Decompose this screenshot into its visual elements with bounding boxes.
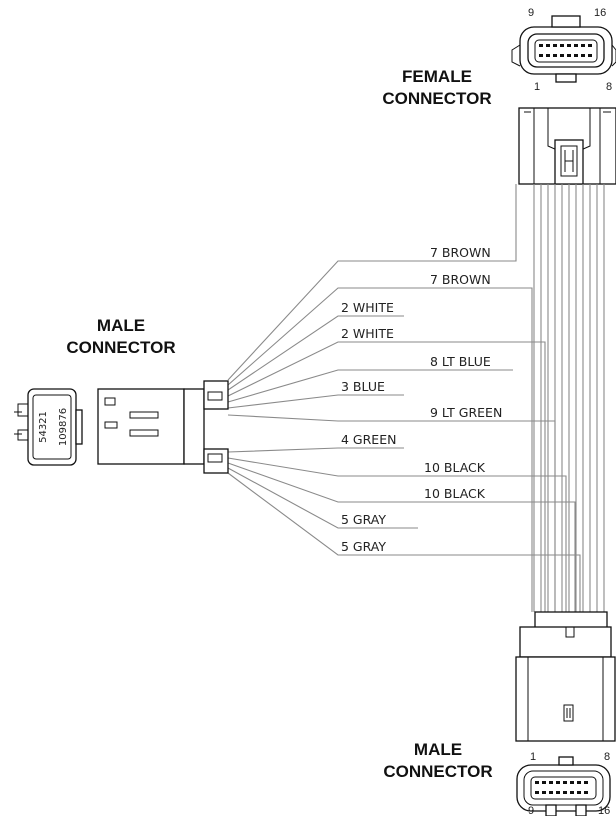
wire-label: 5 GRAY — [341, 512, 386, 527]
wire-label: 2 WHITE — [341, 326, 394, 341]
wire-label: 10 BLACK — [424, 460, 486, 475]
wire-label: 9 LT GREEN — [430, 405, 502, 420]
left-connector-pins-1-5: 54321 — [38, 411, 49, 443]
left-male-connector-label-line2: CONNECTOR — [66, 338, 175, 357]
wire-labels: 7 BROWN 7 BROWN 2 WHITE 2 WHITE 8 LT BLU… — [341, 245, 502, 554]
left-male-connector-label-line1: MALE — [97, 316, 145, 335]
female-connector-label-line1: FEMALE — [402, 67, 472, 86]
female-connector-label-line2: CONNECTOR — [382, 89, 491, 108]
female-connector-body — [518, 107, 616, 185]
wire-label: 5 GRAY — [341, 539, 386, 554]
bottom-pin-1-label: 1 — [530, 751, 536, 763]
bottom-pin-row-top — [535, 781, 588, 784]
wire-label: 2 WHITE — [341, 300, 394, 315]
bottom-pin-9-label: 9 — [528, 805, 534, 816]
wire-label: 7 BROWN — [430, 245, 491, 260]
female-pin-9-label: 9 — [528, 7, 534, 19]
left-male-connector-face — [14, 388, 83, 466]
female-pin-row-top — [539, 44, 592, 47]
wire-label: 7 BROWN — [430, 272, 491, 287]
female-pin-16-label: 16 — [594, 7, 606, 19]
female-pin-8-label: 8 — [606, 81, 612, 93]
wire-label: 10 BLACK — [424, 486, 486, 501]
bottom-male-connector-face — [516, 756, 611, 816]
wire-label: 4 GREEN — [341, 432, 396, 447]
bottom-pin-8-label: 8 — [604, 751, 610, 763]
female-connector-face — [511, 15, 616, 83]
bottom-male-connector-label-line2: CONNECTOR — [383, 762, 492, 781]
left-male-connector-body — [97, 380, 229, 474]
wire-label: 3 BLUE — [341, 379, 385, 394]
female-pin-1-label: 1 — [534, 81, 540, 93]
bottom-male-connector-body — [515, 611, 616, 742]
female-pin-row-bottom — [539, 54, 592, 57]
branch-wires — [227, 184, 581, 612]
wire-label: 8 LT BLUE — [430, 354, 491, 369]
bottom-male-connector-label-line1: MALE — [414, 740, 462, 759]
left-connector-pins-6-10: 109876 — [58, 408, 69, 446]
bottom-pin-16-label: 16 — [598, 805, 610, 816]
bottom-pin-row-bottom — [535, 791, 588, 794]
